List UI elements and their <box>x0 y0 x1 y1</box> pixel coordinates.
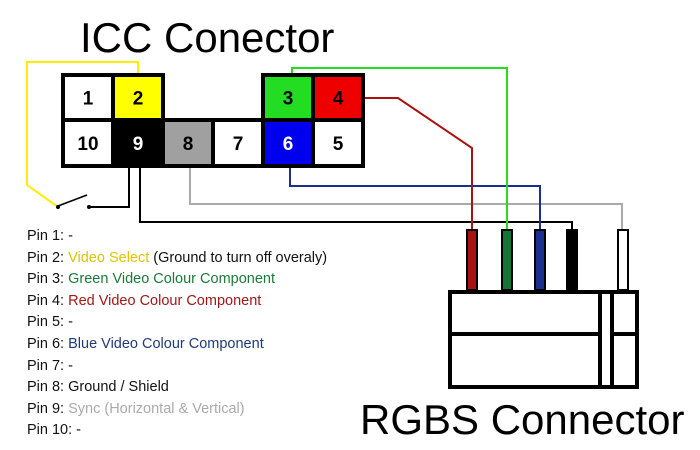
rgbs-connector-title: RGBS Connector <box>360 396 684 443</box>
legend-pin-note: (Ground to turn off overaly) <box>149 249 328 266</box>
rgbs-plug-gray <box>617 229 629 291</box>
legend-pin-name: Green Video Colour Component <box>68 271 275 288</box>
icc-pin-9: 9 <box>111 118 165 168</box>
rgbs-body-bottom <box>448 332 602 389</box>
icc-pin-cell <box>311 118 365 168</box>
icc-pin-6: 6 <box>261 118 315 168</box>
legend-line: Pin 6: Blue Video Colour Component <box>27 334 327 356</box>
rgbs-connector <box>448 229 639 389</box>
icc-pin-label: 2 <box>133 89 144 110</box>
legend-pin-prefix: Pin 1: <box>27 228 69 244</box>
legend-pin-prefix: Pin 7: <box>27 357 69 374</box>
legend-pin-name: - <box>76 422 82 439</box>
legend-line: Pin 5: - <box>27 312 327 334</box>
icc-pin-label: 9 <box>133 134 144 155</box>
icc-pin-1: 1 <box>61 73 115 122</box>
legend-pin-name: - <box>68 228 73 244</box>
icc-pin-cell <box>311 73 365 122</box>
icc-connector: 1 2 3 4 10 9 8 7 6 5 <box>61 73 365 168</box>
legend-pin-prefix: Pin 5: <box>27 314 69 331</box>
legend-pin-name: - <box>68 357 73 374</box>
wire-switch-to-pin9 <box>89 166 130 208</box>
icc-pin-2: 2 <box>111 73 165 122</box>
legend-line: Pin 10: - <box>27 420 327 442</box>
legend-pin-name: Video Select <box>68 249 150 266</box>
icc-connector-title: ICC Conector <box>80 14 334 61</box>
icc-pin-10: 10 <box>61 118 115 168</box>
legend-pin-prefix: Pin 4: <box>27 292 69 309</box>
icc-pin-label: 5 <box>333 134 344 155</box>
icc-pin-cell <box>111 118 165 168</box>
icc-pin-7: 7 <box>211 118 265 168</box>
pin-legend: Pin 1: -Pin 2: Video Select (Ground to t… <box>27 226 327 442</box>
wire-pin6-blue <box>289 166 541 230</box>
legend-pin-name: Ground / Shield <box>68 379 169 396</box>
legend-line: Pin 1: - <box>27 226 327 248</box>
legend-line: Pin 9: Sync (Horizontal & Vertical) <box>27 399 327 421</box>
wire-pin2-yellow <box>26 61 139 208</box>
icc-pin-label: 6 <box>283 134 294 155</box>
icc-pin-cell <box>161 118 215 168</box>
legend-pin-prefix: Pin 9: <box>27 400 69 417</box>
legend-line: Pin 8: Ground / Shield <box>27 377 327 399</box>
rgbs-body-top <box>448 290 602 336</box>
wire-pin8-gray <box>189 166 623 230</box>
icc-pin-label: 8 <box>183 134 194 155</box>
wires <box>26 61 623 230</box>
legend-line: Pin 2: Video Select (Ground to turn off … <box>27 248 327 270</box>
legend-pin-prefix: Pin 2: <box>27 249 69 266</box>
legend-line: Pin 7: - <box>27 356 327 378</box>
icc-pin-4: 4 <box>311 73 365 122</box>
switch-lever <box>57 194 88 207</box>
legend-pin-name: Blue Video Colour Component <box>68 335 264 352</box>
icc-pin-5: 5 <box>311 118 365 168</box>
legend-pin-prefix: Pin 10: <box>27 422 77 439</box>
legend-pin-name: Red Video Colour Component <box>68 292 262 309</box>
icc-pin-3: 3 <box>261 73 315 122</box>
icc-pin-label: 7 <box>233 134 244 155</box>
wire-pin3-green <box>291 67 508 230</box>
icc-pin-cell <box>211 118 265 168</box>
rgbs-sync-housing <box>610 290 639 336</box>
legend-line: Pin 3: Green Video Colour Component <box>27 269 327 291</box>
icc-pin-label: 10 <box>77 134 98 155</box>
icc-pin-label: 1 <box>83 89 94 110</box>
legend-pin-prefix: Pin 6: <box>27 335 69 352</box>
wire-pin4-red <box>340 97 473 230</box>
rgbs-plug-red <box>466 229 478 291</box>
rgbs-plug-blue <box>534 229 546 291</box>
legend-pin-name: Sync (Horizontal & Vertical) <box>68 400 245 417</box>
rgbs-sync-housing-lower <box>610 332 639 389</box>
switch-contact-left <box>56 205 60 209</box>
legend-pin-prefix: Pin 8: <box>27 379 69 396</box>
legend-pin-name: - <box>68 314 73 331</box>
rgbs-plug-green <box>501 229 513 291</box>
rgbs-plug-black <box>566 229 578 291</box>
wire-pin9-black <box>139 166 573 230</box>
legend-line: Pin 4: Red Video Colour Component <box>27 291 327 313</box>
icc-pin-label: 3 <box>283 89 294 110</box>
icc-pin-8: 8 <box>161 118 215 168</box>
icc-pin-label: 4 <box>333 89 344 110</box>
legend-pin-prefix: Pin 3: <box>27 271 69 288</box>
